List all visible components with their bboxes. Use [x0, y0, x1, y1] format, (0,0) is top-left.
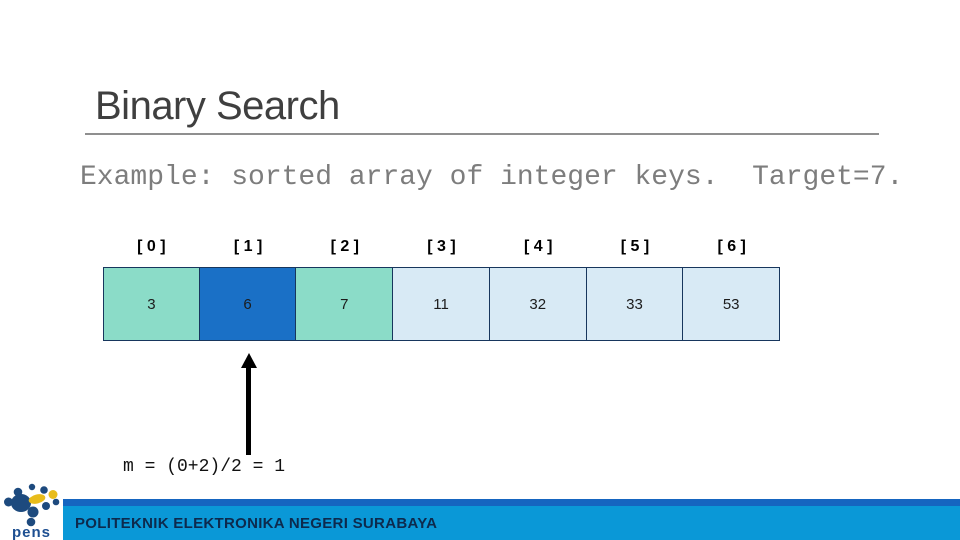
- array-index-label: [ 3 ]: [427, 238, 456, 255]
- midpoint-arrow-head-icon: [241, 353, 257, 368]
- array-cell: 3: [103, 267, 200, 341]
- pens-logo: pens: [4, 483, 60, 540]
- array-column: [ 3 ] 11: [393, 238, 490, 341]
- example-text: Example: sorted array of integer keys. T…: [80, 162, 904, 193]
- page-title: Binary Search: [95, 84, 340, 128]
- array-cell: 11: [393, 267, 490, 341]
- sorted-array-diagram: [ 0 ]3[ 1 ]6[ 2 ]7[ 3 ]11[ 4 ]32[ 5 ]33[…: [103, 238, 781, 341]
- array-column: [ 6 ] 53: [683, 238, 781, 341]
- array-index-label: [ 2 ]: [330, 238, 360, 255]
- array-cell: 53: [683, 267, 781, 341]
- footer-accent-strip: [63, 499, 960, 506]
- array-column: [ 0 ] 3: [103, 238, 200, 341]
- array-index-label: [ 5 ]: [620, 238, 650, 255]
- array-index-label: [ 0 ]: [137, 238, 166, 255]
- array-cell: 6: [199, 267, 297, 341]
- array-cell: 7: [296, 267, 394, 341]
- array-column: [ 4 ] 32: [489, 238, 587, 341]
- pens-wordmark: pens: [12, 524, 51, 540]
- array-column: [ 1 ] 6: [199, 238, 297, 341]
- array-index-label: [ 1 ]: [233, 238, 263, 255]
- array-index-label: [ 4 ]: [524, 238, 553, 255]
- array-column: [ 5 ] 33: [586, 238, 684, 341]
- midpoint-annotation: m = (0+2)/2 = 1: [123, 457, 286, 477]
- array-column: [ 2 ] 7: [296, 238, 394, 341]
- array-cell: 33: [586, 267, 684, 341]
- array-index-row: [ 0 ]3[ 1 ]6[ 2 ]7[ 3 ]11[ 4 ]32[ 5 ]33[…: [103, 238, 781, 341]
- array-cell: 32: [489, 267, 587, 341]
- midpoint-arrow-shaft: [246, 366, 251, 455]
- footer-institution-text: POLITEKNIK ELEKTRONIKA NEGERI SURABAYA: [75, 514, 438, 532]
- title-underline: [85, 133, 879, 135]
- footer-bar: POLITEKNIK ELEKTRONIKA NEGERI SURABAYA: [63, 506, 960, 540]
- array-index-label: [ 6 ]: [717, 238, 746, 255]
